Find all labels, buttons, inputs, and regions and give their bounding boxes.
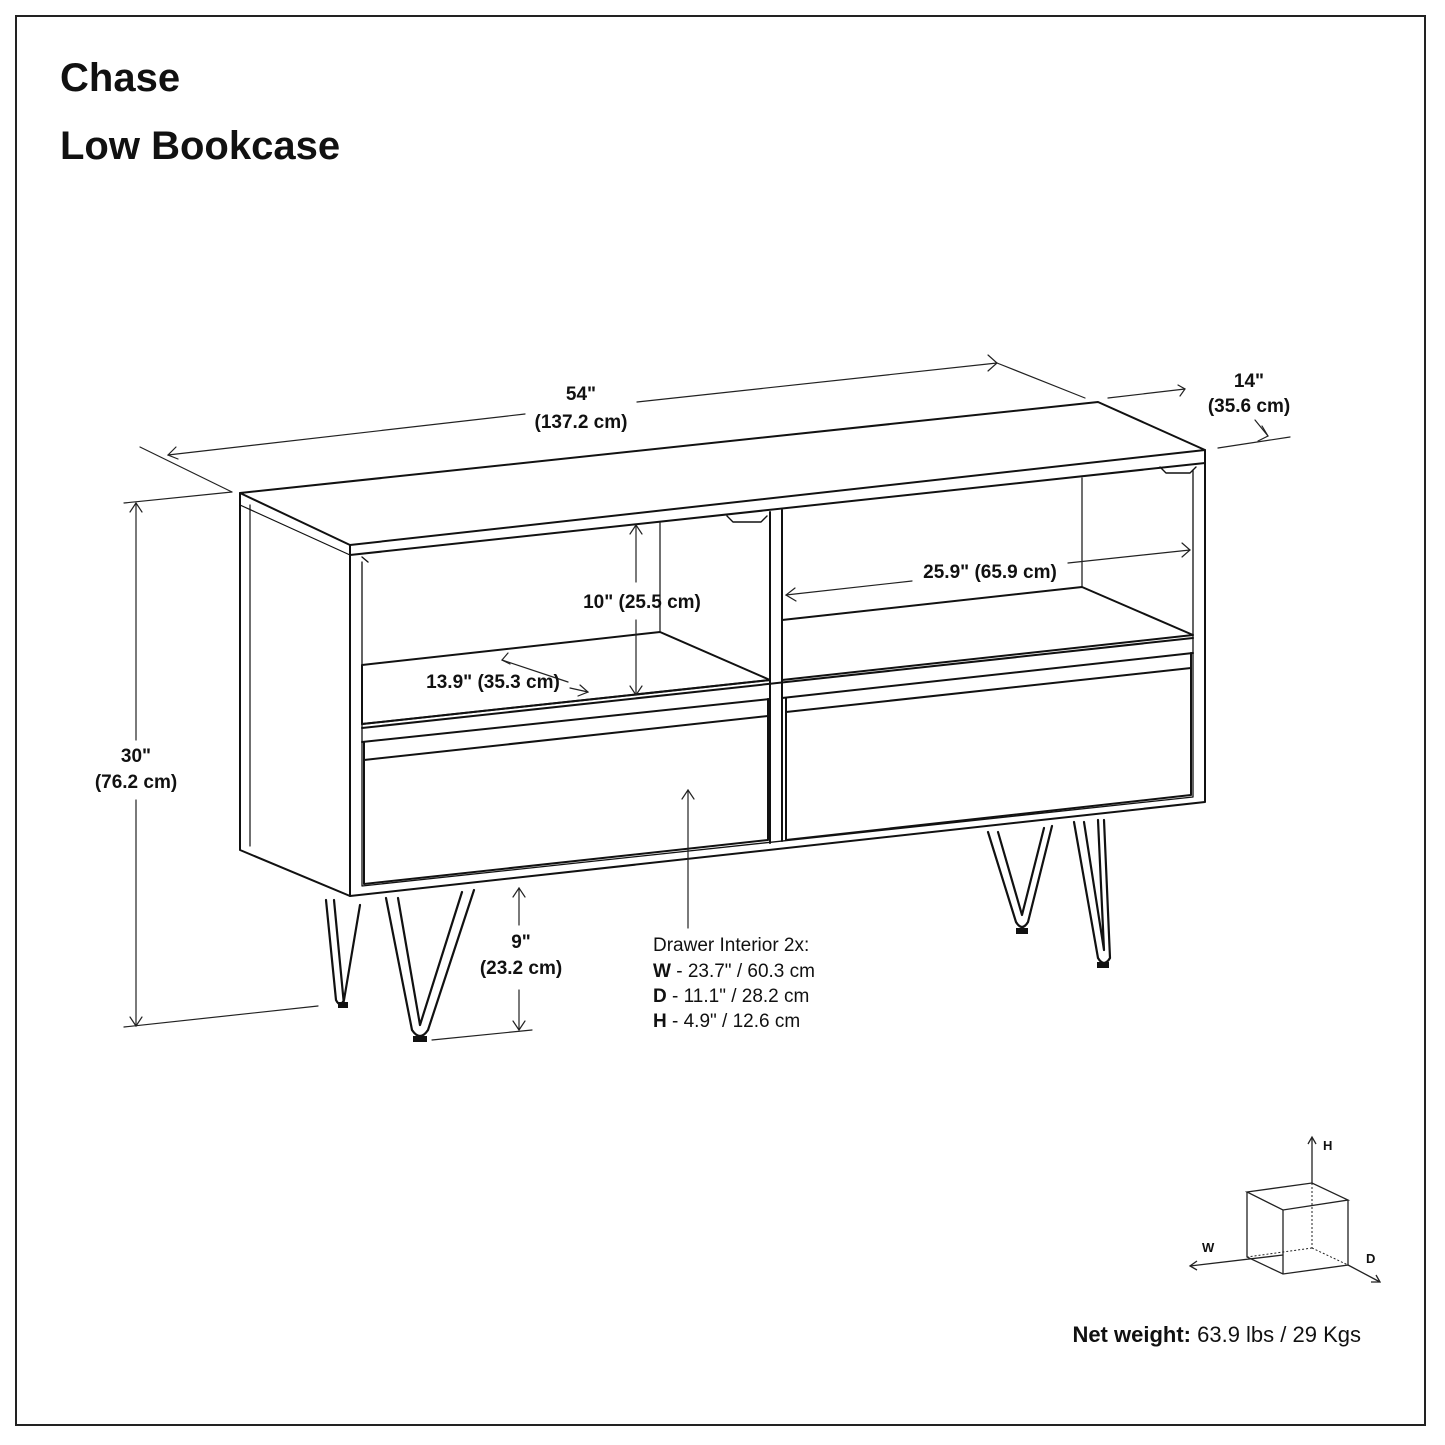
bookcase-top [239, 401, 1206, 546]
left-shelf [361, 631, 771, 725]
product-name: Chase [60, 56, 181, 100]
product-type: Low Bookcase [60, 124, 341, 168]
axis-h-label: H [1323, 1138, 1332, 1153]
leg-height-inches: 9" [511, 932, 531, 953]
left-drawer [363, 715, 769, 885]
front-frame [349, 462, 1206, 897]
depth-cm: (35.6 cm) [1208, 396, 1290, 417]
width-cm: (137.2 cm) [535, 412, 628, 433]
drawer-depth: D - 11.1" / 28.2 cm [653, 986, 809, 1007]
width-inches: 54" [566, 384, 596, 405]
net-weight: Net weight: 63.9 lbs / 29 Kgs [1072, 1322, 1361, 1348]
net-weight-label: Net weight: [1072, 1322, 1191, 1347]
leg-height-cm: (23.2 cm) [480, 958, 562, 979]
right-shelf [781, 586, 1194, 681]
height-cm: (76.2 cm) [95, 772, 177, 793]
depth-inches: 14" [1234, 371, 1264, 392]
drawer-height: H - 4.9" / 12.6 cm [653, 1011, 800, 1032]
shelf-width-label: 25.9" (65.9 cm) [923, 562, 1057, 583]
shelf-height-label: 10" (25.5 cm) [583, 592, 701, 613]
axis-w-label: W [1202, 1240, 1215, 1255]
height-inches: 30" [121, 746, 151, 767]
shelf-depth-label: 13.9" (35.3 cm) [426, 672, 560, 693]
right-drawer [785, 667, 1192, 841]
page-frame [15, 15, 1426, 1426]
axis-d-label: D [1366, 1251, 1375, 1266]
left-side-panel [239, 492, 351, 897]
drawer-heading: Drawer Interior 2x: [653, 935, 809, 956]
axis-legend [1188, 1135, 1382, 1283]
leg-feet [338, 928, 1109, 1042]
drawer-width: W - 23.7" / 60.3 cm [653, 961, 815, 982]
net-weight-value: 63.9 lbs / 29 Kgs [1191, 1322, 1361, 1347]
